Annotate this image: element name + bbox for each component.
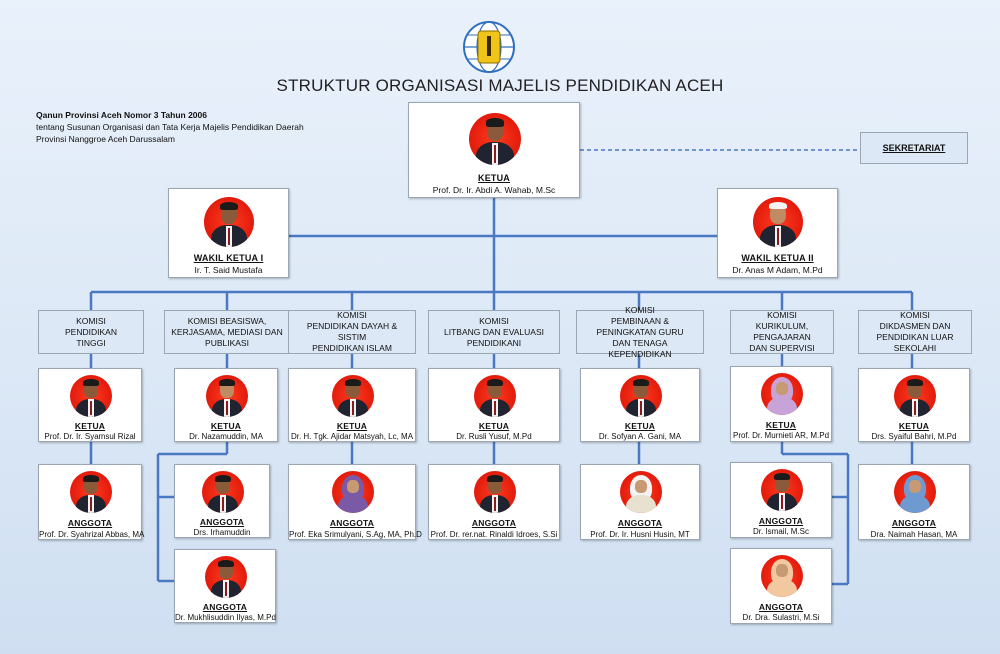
member-role: KETUA <box>898 421 930 431</box>
member-role: ANGGOTA <box>202 602 248 612</box>
member-card: KETUA Dr. H. Tgk. Ajidar Matsyah, Lc, MA <box>288 368 416 442</box>
member-name: Dr. Mukhlisuddin Ilyas, M.Pd <box>175 613 276 622</box>
member-card: KETUA Drs. Syaiful Bahri, M.Pd <box>858 368 970 442</box>
member-name: Drs. Syaiful Bahri, M.Pd <box>871 432 957 441</box>
member-name: Drs. Irhamuddin <box>193 528 251 537</box>
reference-line-1: Qanun Provinsi Aceh Nomor 3 Tahun 2006 <box>36 110 207 120</box>
chart-title: STRUKTUR ORGANISASI MAJELIS PENDIDIKAN A… <box>276 76 724 95</box>
wakil-ketua-1-name: Ir. T. Said Mustafa <box>194 265 263 275</box>
member-name: Dr. Dra. Sulastri, M.Si <box>742 613 820 622</box>
member-role: KETUA <box>336 421 368 431</box>
wakil-ketua-1-photo <box>204 197 254 247</box>
reference-line-3: Provinsi Nanggroe Aceh Darussalam <box>36 134 175 144</box>
member-photo <box>206 375 248 417</box>
member-role: KETUA <box>210 421 242 431</box>
member-name: Dr. Sofyan A. Gani, MA <box>598 432 682 441</box>
member-card: ANGGOTA Dr. Mukhlisuddin Ilyas, M.Pd <box>174 549 276 623</box>
wakil-ketua-2-role: WAKIL KETUA II <box>741 253 814 263</box>
wakil-ketua-1-role: WAKIL KETUA I <box>193 253 264 263</box>
member-photo <box>205 556 247 598</box>
ketua-name: Prof. Dr. Ir. Abdi A. Wahab, M.Sc <box>432 185 556 195</box>
member-photo <box>474 471 516 513</box>
member-role: ANGGOTA <box>758 602 804 612</box>
member-card: ANGGOTA Dra. Naimah Hasan, MA <box>858 464 970 540</box>
wakil-ketua-2-card: WAKIL KETUA II Dr. Anas M Adam, M.Pd <box>717 188 838 278</box>
member-name: Prof. Dr. Syahrizal Abbas, MA <box>39 530 145 539</box>
member-card: ANGGOTA Prof. Dr. Ir. Husni Husin, MT <box>580 464 700 540</box>
member-card: ANGGOTA Dr. Dra. Sulastri, M.Si <box>730 548 832 624</box>
member-name: Prof. Dr. Ir. Syamsul Rizal <box>44 432 136 441</box>
sekretariat-box: SEKRETARIAT <box>860 132 968 164</box>
member-photo <box>620 375 662 417</box>
member-card: KETUA Dr. Rusli Yusuf, M.Pd <box>428 368 560 442</box>
member-name: Prof. Dr. Murnieti AR, M.Pd <box>732 431 830 440</box>
member-card: KETUA Dr. Nazamuddin, MA <box>174 368 278 442</box>
member-photo <box>761 469 803 511</box>
member-photo <box>332 375 374 417</box>
member-card: KETUA Prof. Dr. Murnieti AR, M.Pd <box>730 366 832 442</box>
wakil-ketua-1-card: WAKIL KETUA I Ir. T. Said Mustafa <box>168 188 289 278</box>
member-role: ANGGOTA <box>891 518 937 528</box>
member-role: KETUA <box>765 420 797 430</box>
ketua-role: KETUA <box>478 173 510 183</box>
member-photo <box>620 471 662 513</box>
member-photo <box>894 375 936 417</box>
ketua-photo <box>469 113 521 165</box>
member-photo <box>332 471 374 513</box>
member-name: Prof. Eka Srimulyani, S.Ag, MA, Ph.D <box>289 530 422 539</box>
member-role: ANGGOTA <box>329 518 375 528</box>
member-name: Dra. Naimah Hasan, MA <box>870 530 958 539</box>
member-role: KETUA <box>74 421 106 431</box>
member-card: ANGGOTA Prof. Dr. rer.nat. Rinaldi Idroe… <box>428 464 560 540</box>
majelis-emblem-logo <box>463 21 515 73</box>
member-card: KETUA Prof. Dr. Ir. Syamsul Rizal <box>38 368 142 442</box>
member-photo <box>202 471 244 513</box>
member-photo <box>70 375 112 417</box>
member-name: Dr. Nazamuddin, MA <box>189 432 263 441</box>
member-name: Prof. Dr. rer.nat. Rinaldi Idroes, S.Si <box>430 530 558 539</box>
member-card: ANGGOTA Dr. Ismail, M.Sc <box>730 462 832 538</box>
member-card: ANGGOTA Prof. Eka Srimulyani, S.Ag, MA, … <box>288 464 422 540</box>
member-role: KETUA <box>478 421 510 431</box>
ketua-card: KETUA Prof. Dr. Ir. Abdi A. Wahab, M.Sc <box>408 102 580 198</box>
member-photo <box>761 555 803 597</box>
member-card: ANGGOTA Drs. Irhamuddin <box>174 464 270 538</box>
member-photo <box>70 471 112 513</box>
wakil-ketua-2-name: Dr. Anas M Adam, M.Pd <box>732 265 823 275</box>
member-role: ANGGOTA <box>617 518 663 528</box>
member-name: Dr. Ismail, M.Sc <box>752 527 809 536</box>
legal-reference: Qanun Provinsi Aceh Nomor 3 Tahun 2006 t… <box>36 109 304 145</box>
member-photo <box>474 375 516 417</box>
wakil-ketua-2-photo <box>753 197 803 247</box>
member-role: ANGGOTA <box>199 517 245 527</box>
member-name: Dr. Rusli Yusuf, M.Pd <box>456 432 532 441</box>
member-role: ANGGOTA <box>758 516 804 526</box>
member-photo <box>761 373 803 415</box>
member-card: KETUA Dr. Sofyan A. Gani, MA <box>580 368 700 442</box>
reference-line-2: tentang Susunan Organisasi dan Tata Kerj… <box>36 122 304 132</box>
member-photo <box>894 471 936 513</box>
member-card: ANGGOTA Prof. Dr. Syahrizal Abbas, MA <box>38 464 145 540</box>
member-role: ANGGOTA <box>471 518 517 528</box>
member-name: Dr. H. Tgk. Ajidar Matsyah, Lc, MA <box>290 432 414 441</box>
member-role: ANGGOTA <box>67 518 113 528</box>
member-role: KETUA <box>624 421 656 431</box>
member-name: Prof. Dr. Ir. Husni Husin, MT <box>590 530 690 539</box>
